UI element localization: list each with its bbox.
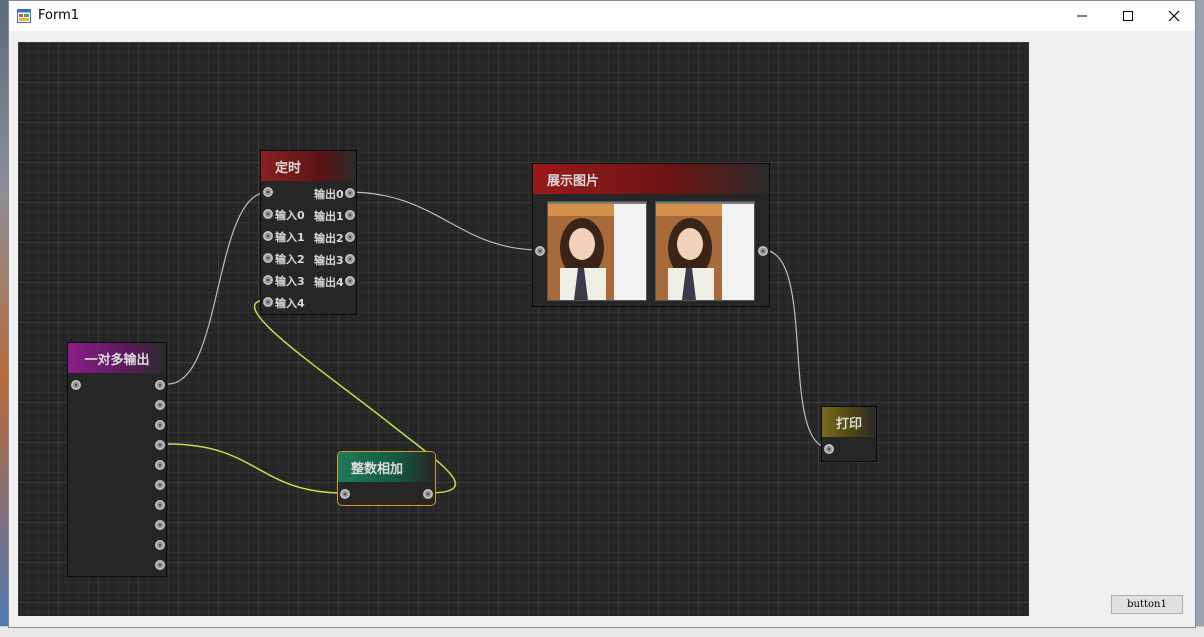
node-editor-canvas[interactable]: 一对多输出 定时 输入0 输入1 输入2 输入3 输入4	[18, 42, 1029, 616]
node-timer[interactable]: 定时 输入0 输入1 输入2 输入3 输入4 输出0 输出1 输出2 输出3 输…	[260, 150, 357, 315]
output-label: 输出4	[314, 276, 344, 289]
wire-onetomany-to-add[interactable]	[167, 443, 345, 494]
desktop-background	[0, 0, 8, 636]
input-port[interactable]	[340, 489, 350, 499]
output-label: 输出2	[314, 232, 344, 245]
input-port[interactable]	[263, 253, 273, 263]
wire-image-to-print[interactable]	[762, 249, 831, 449]
window-title: Form1	[38, 8, 80, 23]
input-port[interactable]	[263, 297, 273, 307]
portrait-image-icon	[548, 202, 646, 300]
input-port[interactable]	[263, 275, 273, 285]
output-port[interactable]	[155, 560, 165, 570]
output-label: 输出1	[314, 210, 344, 223]
portrait-image-icon	[656, 202, 754, 300]
output-port[interactable]	[155, 540, 165, 550]
wire-onetomany-to-timer[interactable]	[167, 191, 269, 385]
maximize-icon	[1123, 11, 1133, 21]
input-port[interactable]	[263, 231, 273, 241]
input-port[interactable]	[535, 246, 545, 256]
node-title-text: 打印	[836, 416, 863, 432]
node-title: 一对多输出	[68, 343, 166, 373]
node-title-text: 定时	[275, 160, 302, 176]
output-port[interactable]	[345, 254, 355, 264]
main-window: Form1 一对多输出	[8, 0, 1196, 628]
preview-image	[547, 201, 647, 301]
input-port[interactable]	[71, 380, 81, 390]
output-port[interactable]	[758, 246, 768, 256]
output-label: 输出3	[314, 254, 344, 267]
title-bar[interactable]: Form1	[9, 1, 1195, 31]
input-label: 输入0	[275, 209, 305, 222]
form-app-icon	[17, 9, 31, 23]
input-label: 输入1	[275, 231, 305, 244]
input-port[interactable]	[263, 209, 273, 219]
node-show-image[interactable]: 展示图片	[532, 163, 770, 307]
close-icon	[1168, 10, 1180, 22]
close-button[interactable]	[1151, 1, 1197, 31]
button1[interactable]: button1	[1111, 595, 1183, 614]
node-title: 定时	[261, 151, 356, 181]
input-label: 输入4	[275, 297, 305, 310]
connection-wires	[167, 191, 831, 494]
node-title: 整数相加	[338, 452, 435, 482]
wire-add-to-timer[interactable]	[253, 299, 456, 494]
output-port[interactable]	[155, 420, 165, 430]
node-title: 展示图片	[533, 164, 769, 194]
output-port[interactable]	[155, 480, 165, 490]
wire-timer-to-image[interactable]	[347, 191, 541, 251]
input-label: 输入3	[275, 275, 305, 288]
node-one-to-many[interactable]: 一对多输出	[67, 342, 167, 577]
preview-image	[655, 201, 755, 301]
output-port[interactable]	[423, 489, 433, 499]
output-port[interactable]	[345, 232, 355, 242]
output-port[interactable]	[155, 500, 165, 510]
node-print[interactable]: 打印	[821, 406, 877, 462]
output-port[interactable]	[155, 520, 165, 530]
output-label: 输出0	[314, 188, 344, 201]
node-title-text: 整数相加	[351, 461, 404, 477]
node-integer-add[interactable]: 整数相加	[337, 451, 436, 506]
minimize-icon	[1077, 15, 1087, 17]
output-port[interactable]	[155, 460, 165, 470]
input-label: 输入2	[275, 253, 305, 266]
timer-trigger-port[interactable]	[263, 187, 273, 197]
input-port[interactable]	[824, 444, 834, 454]
node-title-text: 一对多输出	[84, 352, 150, 368]
output-port[interactable]	[155, 380, 165, 390]
maximize-button[interactable]	[1105, 1, 1151, 31]
output-port[interactable]	[345, 210, 355, 220]
node-title-text: 展示图片	[547, 173, 600, 189]
node-title: 打印	[822, 407, 876, 437]
output-port[interactable]	[155, 440, 165, 450]
output-port[interactable]	[345, 188, 355, 198]
output-port[interactable]	[345, 276, 355, 286]
output-port[interactable]	[155, 400, 165, 410]
minimize-button[interactable]	[1059, 1, 1105, 31]
